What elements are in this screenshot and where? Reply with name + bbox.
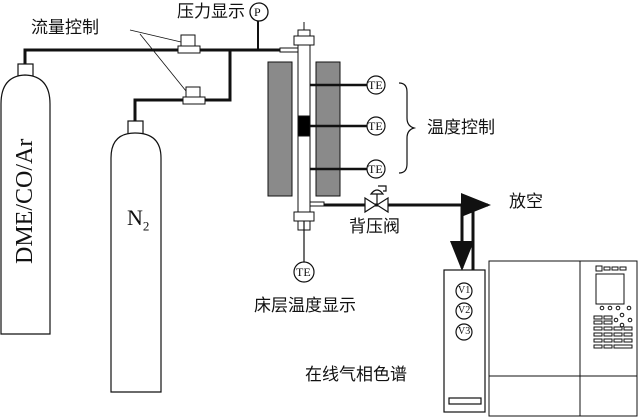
n2-cylinder-body [110, 132, 162, 393]
feed-cylinder-label: DME/CO/Ar [12, 138, 38, 264]
reactor-tube [279, 22, 325, 263]
gas-lines [23, 20, 491, 271]
n2-line [133, 50, 232, 121]
n2-main: N [127, 205, 143, 230]
flow-control-leaders [129, 29, 187, 92]
gc-v1-label: V1 [458, 285, 471, 296]
reactor-top-flange [293, 35, 315, 46]
gc-valve-v2 [455, 302, 473, 320]
te-bed-label: TE [296, 265, 311, 279]
bed-temperature-display-label: 床层温度显示 [254, 296, 356, 316]
temperature-control-brace [398, 82, 417, 174]
feed-gas-cylinder [0, 63, 51, 335]
temperature-control-label: 温度控制 [427, 118, 495, 138]
back-pressure-valve [364, 185, 389, 214]
gc-valve-v1 [455, 282, 473, 300]
te-bed [293, 261, 315, 283]
te-3 [366, 159, 386, 179]
te-3-label: TE [368, 162, 383, 176]
gc-display-screen [595, 273, 625, 305]
mass-flow-controller-1 [177, 34, 201, 54]
gc-valve-box-slot [448, 397, 482, 405]
thermocouples [293, 75, 386, 283]
pressure-display-label: 压力显示 [177, 2, 245, 22]
online-gc-label: 在线气相色谱 [305, 365, 407, 385]
vent-label: 放空 [509, 192, 543, 212]
te-1 [366, 75, 386, 95]
gas-chromatograph [488, 260, 638, 417]
thermocouple-leads [310, 83, 367, 171]
reactor-bottom-flange [293, 211, 315, 222]
gc-valve-v3 [455, 323, 473, 341]
catalyst-bed [297, 115, 311, 137]
n2-cylinder-valve [127, 120, 144, 135]
pressure-gauge [249, 2, 269, 22]
n2-cylinder-label: N2 [127, 205, 150, 234]
feed-cylinder-body [0, 74, 51, 335]
gc-v3-label: V3 [458, 326, 471, 337]
te-2 [366, 116, 386, 136]
furnace-right-wall [315, 61, 341, 197]
te-2-label: TE [368, 119, 383, 133]
te-1-label: TE [368, 78, 383, 92]
pressure-gauge-label: P [254, 5, 261, 19]
n2-cylinder [110, 120, 162, 393]
flow-control-label: 流量控制 [31, 18, 99, 38]
gc-v2-label: V2 [458, 305, 471, 316]
feed-line [23, 48, 298, 64]
vent-line [461, 193, 491, 270]
n2-sub: 2 [142, 218, 150, 234]
gc-control-panel [593, 265, 633, 349]
inlet-nozzle [279, 47, 299, 53]
back-pressure-valve-label: 背压阀 [349, 217, 400, 237]
furnace-left-wall [267, 61, 293, 197]
feed-cylinder-valve [17, 63, 34, 77]
gc-valve-box [443, 269, 486, 413]
outlet-nozzle [309, 201, 325, 207]
mass-flow-controller-2 [182, 86, 206, 105]
